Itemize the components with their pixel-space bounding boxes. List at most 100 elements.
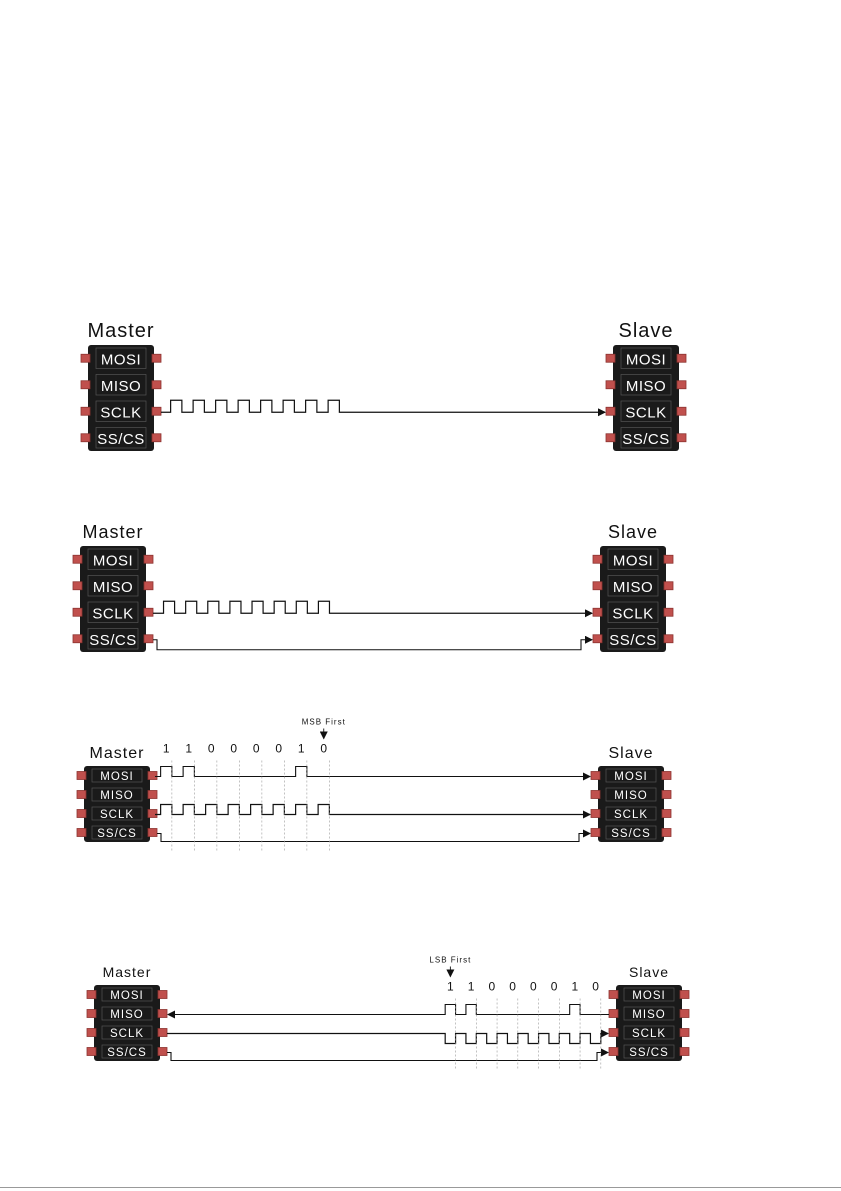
spi-diagram-3: MasterSlaveMOSIMISOSCLKSS/CSMOSIMISOSCLK… xyxy=(77,718,671,851)
slave-pin-right xyxy=(677,434,686,442)
slave-pin-left xyxy=(606,354,615,362)
bit-label: 0 xyxy=(530,980,537,994)
slave-pin-left xyxy=(591,791,600,799)
sclk-signal-line xyxy=(167,1034,608,1044)
slave-chip: MOSIMISOSCLKSS/CS xyxy=(593,546,673,652)
ss-cs-signal-line xyxy=(167,1053,608,1061)
slave-pin-label-mosi: MOSI xyxy=(626,351,666,368)
master-pin-label-ss-cs: SS/CS xyxy=(97,431,145,448)
master-pin-right xyxy=(148,791,157,799)
slave-pin-left xyxy=(591,772,600,780)
slave-pin-right xyxy=(662,791,671,799)
msb-first-label: MSB First xyxy=(302,718,346,727)
master-pin-label-miso: MISO xyxy=(100,790,133,802)
master-title: Master xyxy=(87,320,154,342)
master-pin-label-mosi: MOSI xyxy=(93,552,133,569)
master-pin-label-sclk: SCLK xyxy=(100,404,141,421)
slave-pin-left xyxy=(591,810,600,818)
master-pin-left xyxy=(87,1029,96,1037)
slave-pin-right xyxy=(664,608,673,616)
slave-title: Slave xyxy=(618,320,673,342)
bit-label: 1 xyxy=(447,980,454,994)
spi-diagram-1: MasterSlaveMOSIMISOSCLKSS/CSMOSIMISOSCLK… xyxy=(81,320,686,451)
master-pin-right xyxy=(158,1010,167,1018)
bit-label: 0 xyxy=(551,980,558,994)
master-title: Master xyxy=(90,745,145,762)
master-pin-label-mosi: MOSI xyxy=(100,771,133,783)
master-pin-right xyxy=(144,582,153,590)
master-pin-label-miso: MISO xyxy=(101,378,141,395)
slave-pin-left xyxy=(609,991,618,999)
slave-pin-left xyxy=(606,434,615,442)
slave-pin-right xyxy=(677,354,686,362)
slave-pin-right xyxy=(662,829,671,837)
slave-pin-left xyxy=(593,555,602,563)
master-pin-label-miso: MISO xyxy=(93,579,133,596)
master-pin-left xyxy=(87,1010,96,1018)
sclk-signal-line xyxy=(153,601,592,613)
slave-pin-right xyxy=(664,635,673,643)
slave-pin-label-ss-cs: SS/CS xyxy=(609,632,657,649)
slave-pin-right xyxy=(680,1029,689,1037)
master-pin-label-sclk: SCLK xyxy=(92,605,133,622)
master-pin-right xyxy=(158,1048,167,1056)
slave-pin-right xyxy=(677,407,686,415)
bit-label: 0 xyxy=(320,742,327,756)
miso-data-line xyxy=(168,1005,609,1015)
slave-pin-label-sclk: SCLK xyxy=(612,605,653,622)
slave-pin-left xyxy=(609,1029,618,1037)
slave-pin-label-sclk: SCLK xyxy=(632,1028,666,1040)
bit-label: 0 xyxy=(509,980,516,994)
master-pin-left xyxy=(87,1048,96,1056)
master-pin-left xyxy=(87,991,96,999)
slave-pin-left xyxy=(593,582,602,590)
spi-diagram-4: MasterSlaveMOSIMISOSCLKSS/CSMOSIMISOSCLK… xyxy=(87,956,689,1070)
master-pin-right xyxy=(152,381,161,389)
slave-title: Slave xyxy=(629,964,669,980)
master-pin-left xyxy=(77,772,86,780)
master-title: Master xyxy=(82,522,143,542)
master-pin-label-mosi: MOSI xyxy=(110,990,143,1002)
slave-pin-label-mosi: MOSI xyxy=(614,771,647,783)
ss-cs-signal-line xyxy=(157,834,590,842)
master-pin-label-ss-cs: SS/CS xyxy=(97,828,137,840)
master-pin-left xyxy=(73,635,82,643)
slave-pin-label-sclk: SCLK xyxy=(625,404,666,421)
slave-pin-left xyxy=(606,381,615,389)
slave-pin-right xyxy=(680,991,689,999)
bit-label: 1 xyxy=(163,742,170,756)
master-pin-label-sclk: SCLK xyxy=(110,1028,144,1040)
bit-label: 0 xyxy=(208,742,215,756)
slave-pin-label-miso: MISO xyxy=(626,378,666,395)
slave-pin-left xyxy=(591,829,600,837)
slave-pin-label-sclk: SCLK xyxy=(614,809,648,821)
master-pin-left xyxy=(81,434,90,442)
master-pin-right xyxy=(152,434,161,442)
slave-pin-right xyxy=(664,582,673,590)
master-pin-right xyxy=(152,354,161,362)
slave-pin-left xyxy=(606,407,615,415)
slave-pin-right xyxy=(662,772,671,780)
bit-label: 0 xyxy=(592,980,599,994)
sclk-signal-line xyxy=(161,400,605,412)
slave-pin-label-miso: MISO xyxy=(613,579,653,596)
master-title: Master xyxy=(103,964,152,980)
slave-pin-left xyxy=(609,1048,618,1056)
master-pin-left xyxy=(73,555,82,563)
slave-pin-left xyxy=(609,1010,618,1018)
master-pin-left xyxy=(73,582,82,590)
bit-label: 1 xyxy=(298,742,305,756)
bit-label: 0 xyxy=(489,980,496,994)
master-pin-right xyxy=(144,608,153,616)
slave-pin-right xyxy=(677,381,686,389)
slave-title: Slave xyxy=(608,522,658,542)
master-pin-right xyxy=(158,991,167,999)
slave-pin-left xyxy=(593,608,602,616)
slave-pin-right xyxy=(662,810,671,818)
bit-label: 0 xyxy=(230,742,237,756)
master-pin-right xyxy=(144,635,153,643)
